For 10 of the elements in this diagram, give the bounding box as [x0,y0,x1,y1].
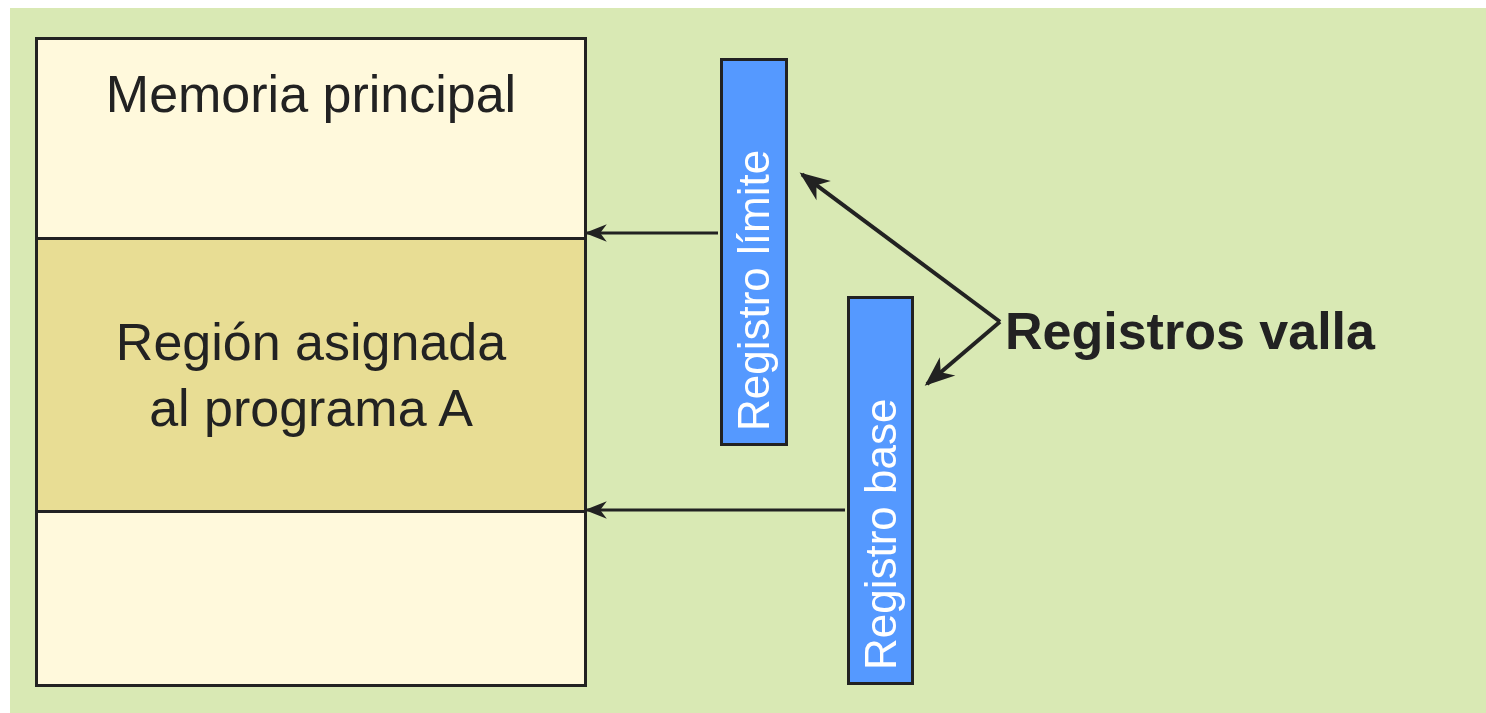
arrow [584,501,845,519]
arrow [799,172,1002,324]
memory-block [35,37,587,687]
arrow [584,224,718,242]
arrow [924,320,1002,386]
register-box: Registro límite [720,58,788,446]
callout-text: Registros valla [1005,298,1481,364]
register-box: Registro base [847,296,914,685]
block-title: Memoria principal [104,64,518,125]
memory-region: Región asignada al programa A [38,237,584,513]
